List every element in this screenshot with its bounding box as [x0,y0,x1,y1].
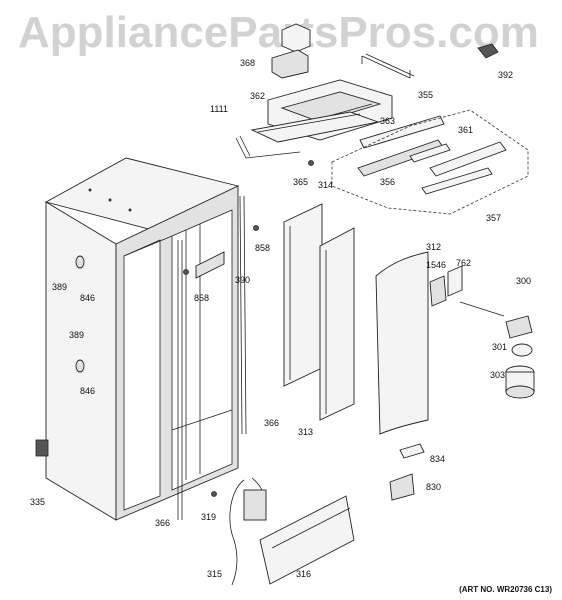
callout-368: 368 [240,58,256,68]
part-303-cartridge [505,365,535,399]
part-315-tubing [229,477,267,586]
callout-389-lower: 389 [69,330,85,340]
callout-762: 762 [456,258,472,268]
callout-389-upper: 389 [52,282,68,292]
callout-315: 315 [207,569,223,579]
callout-314: 314 [318,180,334,190]
callout-390: 390 [235,275,251,285]
callout-356: 356 [380,177,396,187]
callout-830: 830 [426,482,442,492]
callout-316: 316 [296,569,312,579]
part-316-cover [259,495,355,585]
callout-858-upper: 858 [255,243,271,253]
callout-1546: 1546 [426,260,447,270]
callout-335: 335 [30,497,46,507]
part-314-panel [283,203,323,387]
watermark-logo: AppliancePartsPros.com [18,8,539,57]
callout-355: 355 [418,90,434,100]
callout-846-lower: 846 [80,386,96,396]
part-363-plate [250,111,380,143]
art-number: (ART NO. WR20736 C13) [459,585,552,594]
part-368-bracket [271,23,311,79]
callout-846-upper: 846 [80,293,96,303]
callout-303: 303 [490,370,506,380]
callout-357: 357 [486,213,502,223]
part-366-trim [177,195,247,520]
part-1111-bar [235,135,301,159]
callout-319: 319 [201,512,217,522]
callout-301: 301 [492,342,508,352]
callout-363: 363 [380,116,396,126]
part-rod-top [361,53,415,79]
callout-366-lower: 366 [155,518,171,528]
callout-313: 313 [298,427,314,437]
part-392-clip [477,43,499,59]
callout-858-lower: 858 [194,293,210,303]
part-357-assembly [331,109,529,215]
callout-392: 392 [498,70,514,80]
callout-300: 300 [516,276,532,286]
part-355-rail [359,115,445,149]
part-312-cover [375,251,429,435]
callout-1111: 1111 [210,104,229,114]
callout-366-upper: 366 [264,418,280,428]
callout-362: 362 [250,91,266,101]
part-365-screw [308,160,314,166]
part-313-panel [319,227,355,421]
callout-834: 834 [430,454,446,464]
callout-312: 312 [426,242,442,252]
callout-361: 361 [458,125,474,135]
callout-365: 365 [293,177,309,187]
